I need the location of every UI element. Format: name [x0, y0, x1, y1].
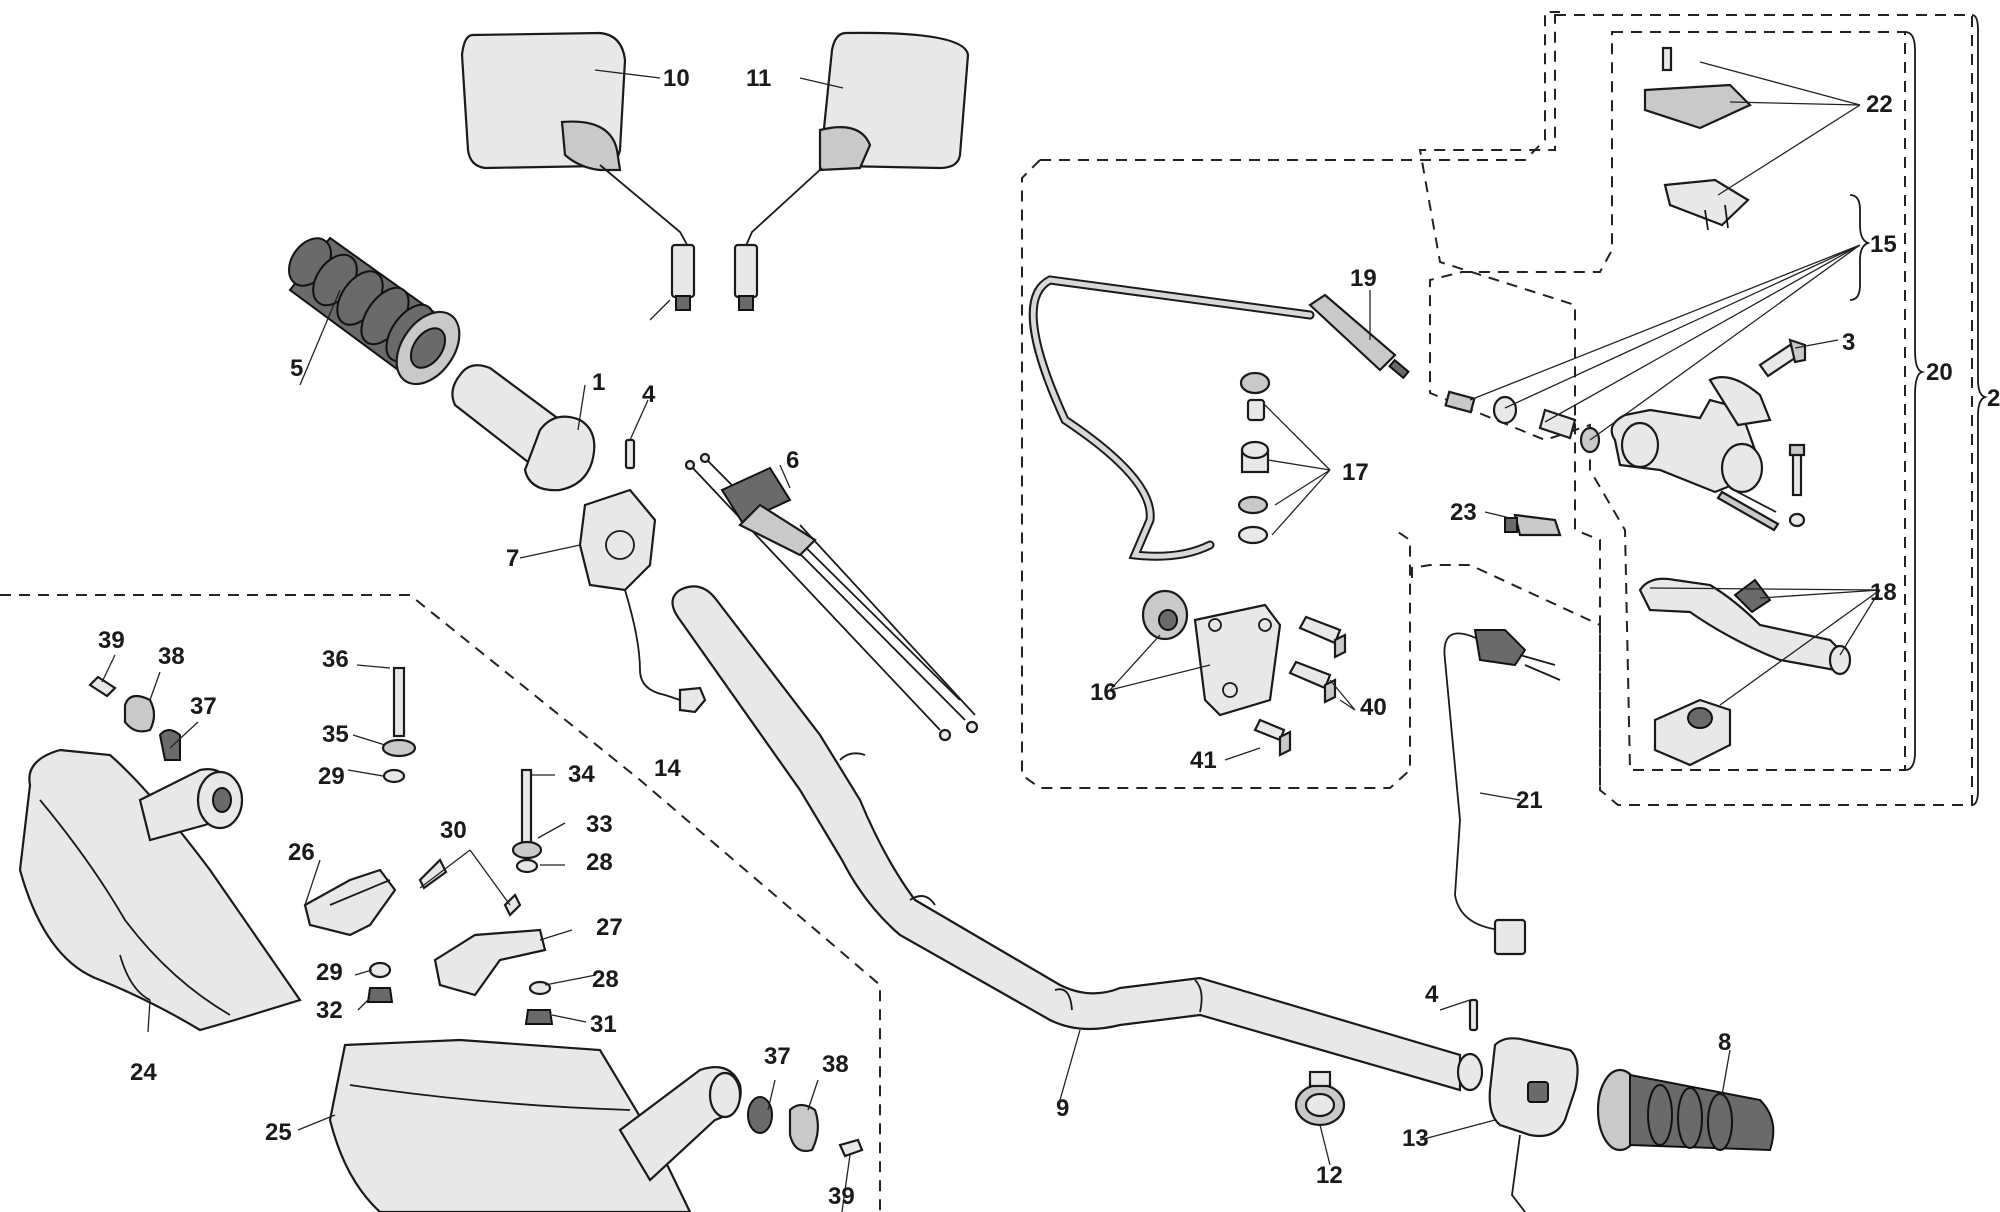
- mirror-right: [733, 31, 970, 311]
- callout-8: 8: [1718, 1029, 1731, 1056]
- clutch-cable: [1028, 275, 1410, 561]
- callout-30: 30: [440, 817, 467, 844]
- callout-18: 18: [1870, 579, 1897, 606]
- throttle-housing: [578, 488, 707, 714]
- pin-4-right: [1468, 998, 1479, 1032]
- spring: [1716, 487, 1780, 532]
- callout-20: 20: [1926, 359, 1953, 386]
- callout-35: 35: [322, 721, 349, 748]
- handguard-hardware-right: [747, 1096, 864, 1158]
- group-outline-14: [0, 594, 881, 1212]
- callout-16: 16: [1090, 679, 1117, 706]
- callout-28b: 28: [592, 966, 619, 993]
- callout-40: 40: [1360, 694, 1387, 721]
- throttle-cables: [684, 452, 979, 742]
- group-outline-2: [1418, 14, 1973, 806]
- callout-33: 33: [586, 811, 613, 838]
- handlebar: [671, 585, 1484, 1092]
- callout-14: 14: [654, 755, 681, 782]
- right-grip: [1596, 1068, 1775, 1152]
- callout-9: 9: [1056, 1095, 1069, 1122]
- piston-parts-15: [1444, 390, 1601, 454]
- callout-12: 12: [1316, 1162, 1343, 1189]
- brake-reservoir: [1643, 46, 1752, 231]
- callout-37a: 37: [190, 693, 217, 720]
- hose-clamp: [1294, 1070, 1346, 1127]
- handguard-left: [18, 748, 302, 1032]
- master-cylinder: [1610, 376, 1772, 494]
- mirror-left: [460, 31, 696, 311]
- callout-labels: 10 11 1 5 4 6 7 9 4 13 8 12 19 17 16 40 …: [98, 65, 2000, 1210]
- brace-15: [1849, 194, 1871, 301]
- callout-23: 23: [1450, 499, 1477, 526]
- clutch-clamp: [1141, 589, 1282, 717]
- handguard-right: [328, 1038, 742, 1212]
- callout-19: 19: [1350, 265, 1377, 292]
- callout-39b: 39: [828, 1183, 855, 1210]
- callout-15: 15: [1870, 231, 1897, 258]
- handguard-hardware-brackets: [303, 666, 554, 1025]
- callout-29a: 29: [318, 763, 345, 790]
- callout-1: 1: [592, 369, 605, 396]
- leader-lines: [101, 61, 1881, 1212]
- callout-11: 11: [746, 65, 771, 92]
- callout-4a: 4: [642, 381, 656, 408]
- right-switch-housing: [1488, 1037, 1579, 1212]
- callout-24: 24: [130, 1059, 157, 1086]
- fittings-17: [1237, 371, 1271, 545]
- bolts-40-41: [1253, 615, 1347, 757]
- stoplight-wire-21: [1443, 629, 1561, 956]
- group-outline-20: [1429, 31, 1906, 771]
- callout-36: 36: [322, 646, 349, 673]
- callout-39a: 39: [98, 627, 125, 654]
- callout-13: 13: [1402, 1125, 1429, 1152]
- callout-38b: 38: [822, 1051, 849, 1078]
- callout-26: 26: [288, 839, 315, 866]
- callout-21: 21: [1516, 787, 1543, 814]
- callout-17: 17: [1342, 459, 1369, 486]
- brace-20: [1904, 31, 1926, 771]
- callout-38a: 38: [158, 643, 185, 670]
- callout-41: 41: [1190, 747, 1217, 774]
- callout-34: 34: [568, 761, 595, 788]
- callout-10: 10: [663, 65, 690, 92]
- brace-2: [1971, 14, 1988, 806]
- callout-22: 22: [1866, 91, 1893, 118]
- group-outline-21: [1411, 564, 1601, 790]
- throttle-tube: [451, 364, 596, 492]
- callout-6: 6: [786, 447, 799, 474]
- callout-4b: 4: [1425, 981, 1439, 1008]
- callout-2: 2: [1987, 385, 2000, 412]
- bolts-3: [1758, 338, 1807, 528]
- brake-lever-18: [1638, 577, 1852, 767]
- group-outline-17: [1021, 11, 1560, 789]
- callout-31: 31: [590, 1011, 617, 1038]
- callout-27: 27: [596, 914, 623, 941]
- callout-7: 7: [506, 545, 519, 572]
- handguard-hardware-left: [88, 675, 181, 761]
- callout-28a: 28: [586, 849, 613, 876]
- callout-32: 32: [316, 997, 343, 1024]
- callout-5: 5: [290, 355, 303, 382]
- pin-4-left: [624, 438, 636, 470]
- callout-37b: 37: [764, 1043, 791, 1070]
- callout-29b: 29: [316, 959, 343, 986]
- left-grip: [288, 236, 461, 386]
- callout-25: 25: [265, 1119, 292, 1146]
- callout-3: 3: [1842, 329, 1855, 356]
- brake-switch-23: [1504, 513, 1562, 537]
